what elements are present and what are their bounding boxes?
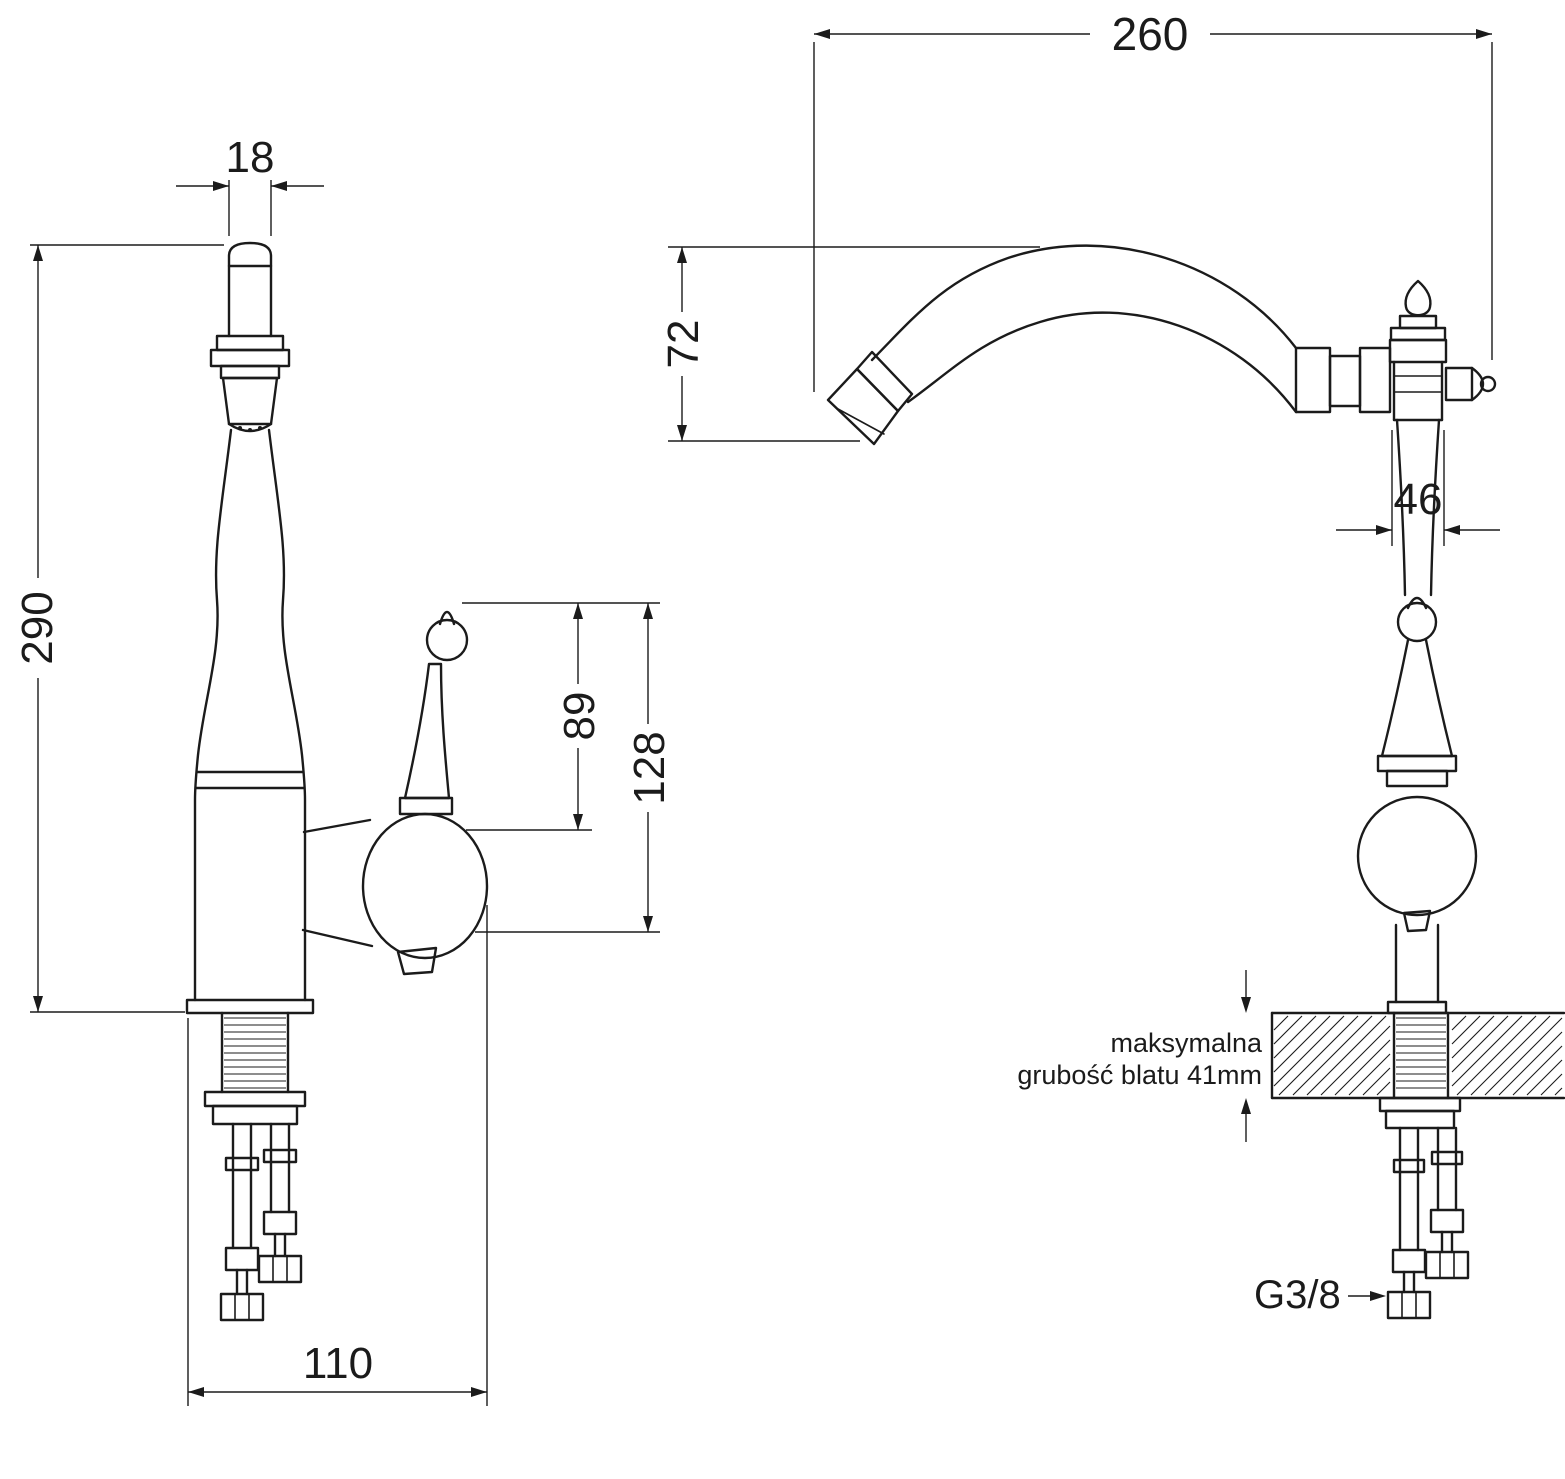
- counter-hatch-right: [1451, 1015, 1563, 1096]
- spout-collar-ring: [215, 334, 285, 352]
- hose-end-nut: [257, 1254, 303, 1284]
- dim-text-290: 290: [13, 591, 62, 664]
- dim-text-128: 128: [625, 731, 674, 804]
- stud-nut: [224, 1156, 260, 1172]
- thread-size-text: G3/8: [1254, 1273, 1341, 1317]
- hose-coupler: [1391, 1248, 1427, 1274]
- shank-thread-hatch: [224, 1017, 286, 1089]
- mounting-nut: [211, 1104, 299, 1126]
- lever-knob: [425, 618, 469, 662]
- lever-cone-left: [1380, 638, 1410, 758]
- counter-thickness-note: maksymalna grubość blatu 41mm: [1017, 970, 1263, 1142]
- head-top: [1388, 338, 1448, 364]
- finial-ring: [1398, 314, 1438, 330]
- side-knob-dome: [1470, 366, 1485, 402]
- stud-nut: [1430, 1150, 1464, 1166]
- dim-spout-width: 18: [176, 133, 324, 236]
- hose-coupler: [1429, 1208, 1465, 1234]
- sphere-nub: [1402, 909, 1432, 933]
- base-flange: [185, 998, 315, 1015]
- counter-hatch-left: [1273, 1015, 1391, 1096]
- dim-base-depth: 110: [187, 905, 488, 1406]
- stud-nut: [1392, 1158, 1426, 1174]
- counter-note-line1: maksymalna: [1110, 1028, 1263, 1058]
- aerator-cup: [826, 367, 900, 446]
- shank-thread-hatch: [1396, 1017, 1446, 1089]
- lever-collar: [398, 796, 454, 816]
- base-flange: [1386, 1000, 1448, 1015]
- body-right-edge: [267, 428, 307, 1002]
- spout-bottom-edge: [906, 311, 1298, 414]
- spout-collar-disc: [1294, 346, 1332, 414]
- spout-cap: [227, 241, 273, 268]
- hose-coupler: [224, 1246, 260, 1272]
- lever-cone-right: [1424, 638, 1454, 758]
- side-knob: [1444, 366, 1474, 402]
- front-view-faucet: [826, 244, 1565, 1320]
- lever-shaft: [403, 662, 451, 800]
- mounting-washer: [1378, 1096, 1462, 1113]
- valve-sphere: [1356, 795, 1478, 917]
- dim-total-height: 290: [13, 244, 224, 1013]
- thread-size-callout: G3/8: [1254, 1273, 1386, 1317]
- lever-knob-tip: [1406, 596, 1428, 610]
- hose-end-nut: [1424, 1250, 1470, 1280]
- front-view: 260 72 46 maksymalna: [659, 8, 1565, 1320]
- mounting-washer: [203, 1090, 307, 1108]
- valve-housing: [361, 812, 489, 960]
- spout-collar-disc: [1328, 354, 1362, 408]
- dim-spout-drop: 72: [659, 246, 1040, 442]
- spout-collar-ring: [209, 348, 291, 368]
- hose-end-nut: [1386, 1290, 1432, 1320]
- dim-text-46: 46: [1394, 475, 1443, 524]
- lever-knob: [1396, 601, 1438, 643]
- dim-text-110: 110: [303, 1339, 373, 1388]
- lever-collar: [1376, 754, 1458, 773]
- aerator-ring: [855, 350, 914, 413]
- lever-knob-tip: [438, 610, 456, 626]
- dim-handle-height: 89: [462, 602, 660, 933]
- counter-note-line2: grubość blatu 41mm: [1017, 1060, 1262, 1090]
- side-view-faucet: [185, 241, 489, 1322]
- hose-end-nut: [219, 1292, 265, 1322]
- dim-spout-reach: 260: [813, 8, 1493, 392]
- side-view: 18 290 89 128: [13, 133, 674, 1406]
- side-knob-tip: [1479, 375, 1497, 393]
- dim-handle-overall-height: 128: [625, 603, 674, 932]
- body-left-edge: [193, 428, 233, 1002]
- spout-top-edge: [870, 244, 1298, 362]
- dim-body-width: 46: [1336, 430, 1500, 546]
- finial: [1404, 279, 1432, 317]
- mounting-nut: [1384, 1109, 1456, 1130]
- lever-collar: [1385, 769, 1449, 788]
- spout-collar-disc: [1358, 346, 1392, 414]
- dim-text-18: 18: [226, 133, 275, 182]
- hose-coupler: [262, 1210, 298, 1236]
- dim-text-72: 72: [659, 320, 708, 369]
- aerator: [221, 376, 279, 426]
- spout-collar-ring: [219, 364, 281, 380]
- stud-nut: [262, 1148, 298, 1164]
- housing-nub: [396, 946, 438, 976]
- dim-text-260: 260: [1112, 8, 1189, 60]
- cap-flange: [1389, 326, 1447, 342]
- dim-text-89: 89: [555, 692, 604, 741]
